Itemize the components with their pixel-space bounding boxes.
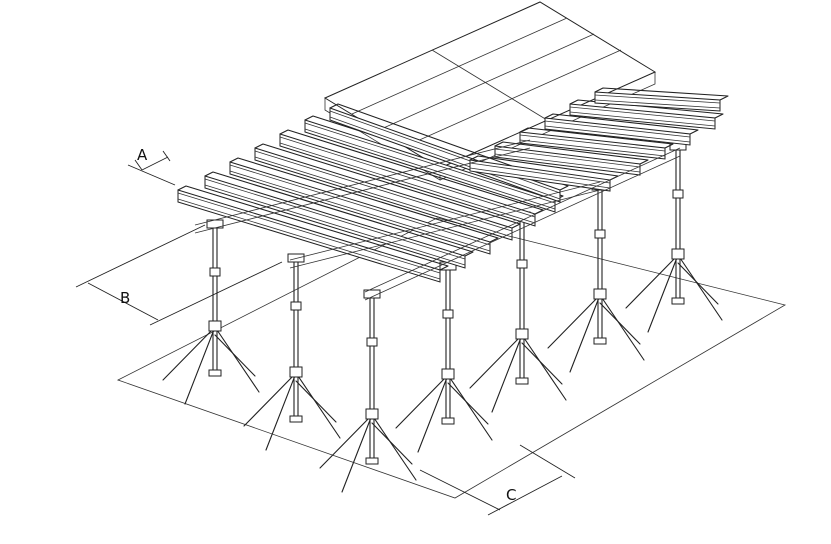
dimension-b: B xyxy=(75,224,283,326)
beam xyxy=(204,171,474,269)
beam xyxy=(329,103,569,203)
dimension-a: A xyxy=(127,146,176,186)
slab-panel xyxy=(323,1,657,181)
primary-beam xyxy=(194,139,531,234)
dimension-b-label: B xyxy=(120,289,130,307)
prop-stand xyxy=(547,181,645,373)
primary-beam xyxy=(364,147,681,301)
dimension-c: C xyxy=(419,444,576,516)
prop-stand xyxy=(319,289,417,493)
beam xyxy=(569,99,724,130)
beam xyxy=(544,113,699,146)
dimension-a-label: A xyxy=(137,146,148,164)
beam xyxy=(229,157,499,255)
beam xyxy=(594,87,729,112)
prop-stand xyxy=(395,261,493,453)
dimension-c-label: C xyxy=(506,486,516,504)
floor-outline xyxy=(116,217,787,499)
beam xyxy=(519,127,674,160)
prop-stand xyxy=(162,219,260,405)
prop-stand xyxy=(469,211,567,413)
prop-stand xyxy=(625,141,723,333)
primary-beam xyxy=(289,181,601,269)
prop-stand xyxy=(243,253,341,451)
beam xyxy=(254,143,521,241)
beam xyxy=(494,141,649,176)
beam xyxy=(279,129,544,227)
beam-grid xyxy=(177,87,729,301)
